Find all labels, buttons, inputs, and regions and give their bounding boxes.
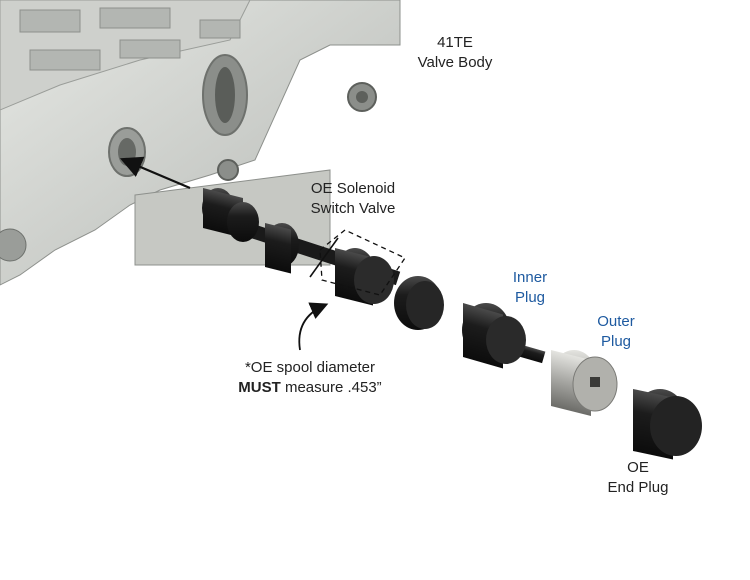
spool-diameter-arrow [309,237,339,278]
inner-plug-part [462,303,546,369]
inner-plug-label-line1: Inner [512,269,548,286]
insertion-arrow [119,156,191,190]
spool-note-rest: measure .453” [280,379,382,396]
end-plug-part [633,389,702,460]
spool-note-line1: *OE spool diameter [244,359,376,376]
end-plug-label-line1: OE [627,459,649,476]
valve-body-label-line1: 41TE [437,34,473,51]
spool-measure-outline [319,229,406,296]
end-plug-label: OE End Plug [593,458,683,498]
note-pointer-arrow [298,302,329,351]
outer-plug-label: Outer Plug [576,312,656,352]
solenoid-valve-label-line1: OE Solenoid [310,180,396,197]
spool-note-emphasis: MUST [238,379,281,396]
spool-note-line2: MUST measure .453” [215,378,405,398]
spool-diameter-note: *OE spool diameter MUST measure .453” [215,358,405,398]
solenoid-valve-label-line2: Switch Valve [310,200,396,217]
valve-body-casting [0,0,401,286]
solenoid-switch-valve-part [202,187,444,330]
outer-plug-label-line2: Plug [600,333,632,350]
end-plug-label-line2: End Plug [607,479,669,496]
solenoid-valve-label: OE Solenoid Switch Valve [283,179,423,219]
outer-plug-part [551,350,618,416]
outer-plug-label-line1: Outer [597,313,635,330]
valve-body-label: 41TE Valve Body [395,33,515,73]
inner-plug-label: Inner Plug [490,268,570,308]
inner-plug-label-line2: Plug [514,289,546,306]
valve-body-label-line2: Valve Body [417,54,493,71]
